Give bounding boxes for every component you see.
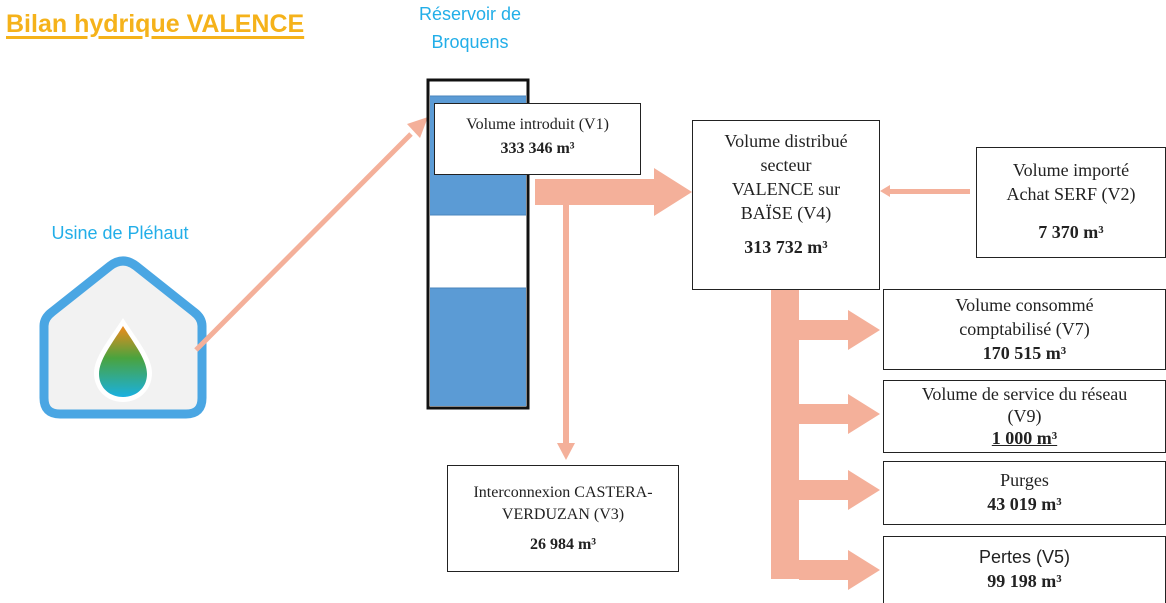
v4-line-1: Volume distribué <box>724 131 848 151</box>
v2-line-1: Volume importé <box>1012 160 1130 180</box>
v4-value: 313 732 m³ <box>744 237 828 257</box>
v4-line-3: VALENCE sur <box>731 179 841 199</box>
distribution-trunk <box>771 290 799 579</box>
v4-box: Volume distribué secteur VALENCE sur BAÏ… <box>692 120 880 290</box>
purges-label: Purges <box>1000 470 1049 490</box>
arrow-to-v9 <box>799 394 880 434</box>
v5-box: Pertes (V5) 99 198 m³ <box>883 536 1166 603</box>
v5-label: Pertes (V5) <box>978 547 1071 567</box>
v3-line-1: Interconnexion CASTERA- <box>473 484 653 501</box>
v9-line-1: Volume de service du réseau <box>921 384 1128 404</box>
v7-line-2: comptabilisé (V7) <box>959 319 1090 339</box>
arrow-to-v5 <box>799 550 880 590</box>
arrow-plant-to-v1 <box>194 117 428 352</box>
arrow-to-v3 <box>557 205 575 460</box>
v4-line-4: BAÏSE (V4) <box>740 203 832 223</box>
v1-label: Volume introduit (V1) <box>466 116 609 133</box>
v7-line-1: Volume consommé <box>955 295 1094 315</box>
v2-line-2: Achat SERF (V2) <box>1006 184 1136 204</box>
v7-box: Volume consommé comptabilisé (V7) 170 51… <box>883 289 1166 370</box>
v9-value: 1 000 m³ <box>991 428 1058 448</box>
reservoir-label: Réservoir de Broquens <box>385 0 555 56</box>
arrow-to-purges <box>799 470 880 510</box>
v3-box: Interconnexion CASTERA- VERDUZAN (V3) 26… <box>447 465 679 572</box>
v2-box: Volume importé Achat SERF (V2) 7 370 m³ <box>976 147 1166 258</box>
v1-box: Volume introduit (V1) 333 346 m³ <box>434 103 641 175</box>
reservoir-label-line-2: Broquens <box>431 32 509 52</box>
page-title: Bilan hydrique VALENCE <box>6 10 305 38</box>
purges-value: 43 019 m³ <box>987 494 1062 514</box>
v9-box: Volume de service du réseau (V9) 1 000 m… <box>883 380 1166 453</box>
arrow-v2-to-v4 <box>880 185 970 197</box>
arrow-to-v7 <box>799 310 880 350</box>
arrow-v1-to-v4 <box>535 168 692 216</box>
v7-value: 170 515 m³ <box>982 343 1067 363</box>
purges-box: Purges 43 019 m³ <box>883 461 1166 525</box>
v3-value: 26 984 m³ <box>529 536 597 553</box>
v5-value: 99 198 m³ <box>987 571 1062 591</box>
v3-line-2: VERDUZAN (V3) <box>501 506 625 523</box>
plant-label: Usine de Pléhaut <box>51 223 189 243</box>
house-icon <box>39 256 207 419</box>
reservoir-label-line-1: Réservoir de <box>418 4 522 24</box>
v2-value: 7 370 m³ <box>1038 222 1104 242</box>
v4-line-2: secteur <box>760 155 812 175</box>
v1-value: 333 346 m³ <box>500 140 575 157</box>
v9-line-2: (V9) <box>1007 406 1042 426</box>
water-drop-icon <box>94 318 152 402</box>
